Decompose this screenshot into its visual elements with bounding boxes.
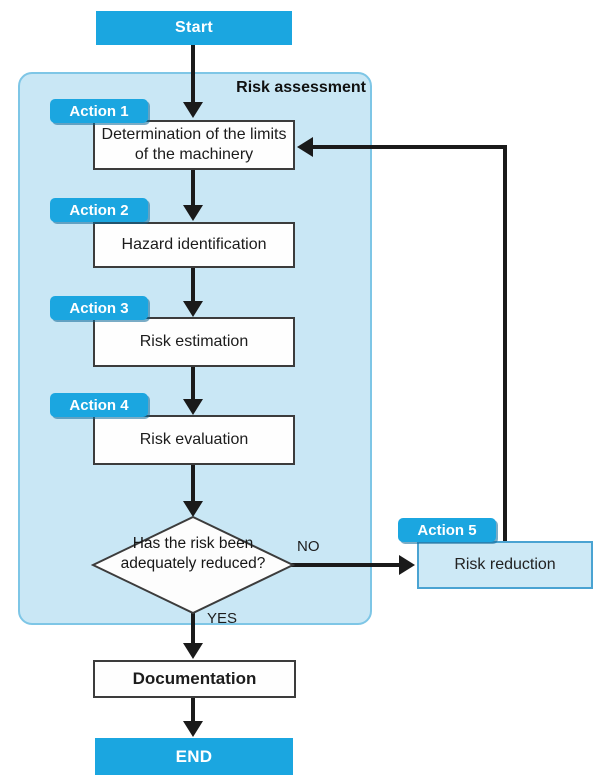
action1-badge: Action 1 [50, 99, 148, 123]
action2-box: Hazard identification [93, 222, 295, 268]
arrowhead-action1-to-action2-icon [183, 205, 203, 221]
arrowhead-action3-to-action4-icon [183, 399, 203, 415]
arrow-action3-to-action4 [191, 367, 195, 401]
arrow-decision-to-documentation [191, 613, 195, 645]
action1-box: Determination of the limits of the machi… [93, 120, 295, 170]
arrow-action4-to-decision [191, 465, 195, 503]
decision-text: Has the risk been adequately reduced? [93, 534, 293, 574]
no-label: NO [297, 538, 320, 555]
decision-text-line2: adequately reduced? [120, 555, 266, 573]
action5-badge: Action 5 [398, 518, 496, 542]
arrow-decision-to-reduction [291, 563, 401, 567]
arrowhead-documentation-to-end-icon [183, 721, 203, 737]
decision-text-line1: Has the risk been [132, 535, 254, 552]
action3-badge: Action 3 [50, 296, 148, 320]
arrowhead-start-to-action1-icon [183, 102, 203, 118]
arrow-start-to-action1 [191, 45, 195, 104]
arrow-action1-to-action2 [191, 170, 195, 207]
start-node: Start [96, 11, 292, 45]
arrowhead-decision-to-documentation-icon [183, 643, 203, 659]
action2-badge: Action 2 [50, 198, 148, 222]
feedback-line-vertical [503, 145, 507, 541]
decision-diamond [91, 515, 295, 615]
risk-assessment-title: Risk assessment [236, 79, 366, 96]
end-node: END [95, 738, 293, 775]
feedback-arrowhead-icon [297, 137, 313, 157]
arrow-documentation-to-end [191, 698, 195, 723]
arrowhead-decision-to-reduction-icon [399, 555, 415, 575]
risk-reduction-box: Risk reduction [417, 541, 593, 589]
documentation-box: Documentation [93, 660, 296, 698]
arrowhead-action4-to-decision-icon [183, 501, 203, 517]
feedback-line-horizontal [311, 145, 507, 149]
action3-box: Risk estimation [93, 317, 295, 367]
arrow-action2-to-action3 [191, 268, 195, 303]
action4-badge: Action 4 [50, 393, 148, 417]
arrowhead-action2-to-action3-icon [183, 301, 203, 317]
yes-label: YES [207, 610, 238, 627]
action4-box: Risk evaluation [93, 415, 295, 465]
